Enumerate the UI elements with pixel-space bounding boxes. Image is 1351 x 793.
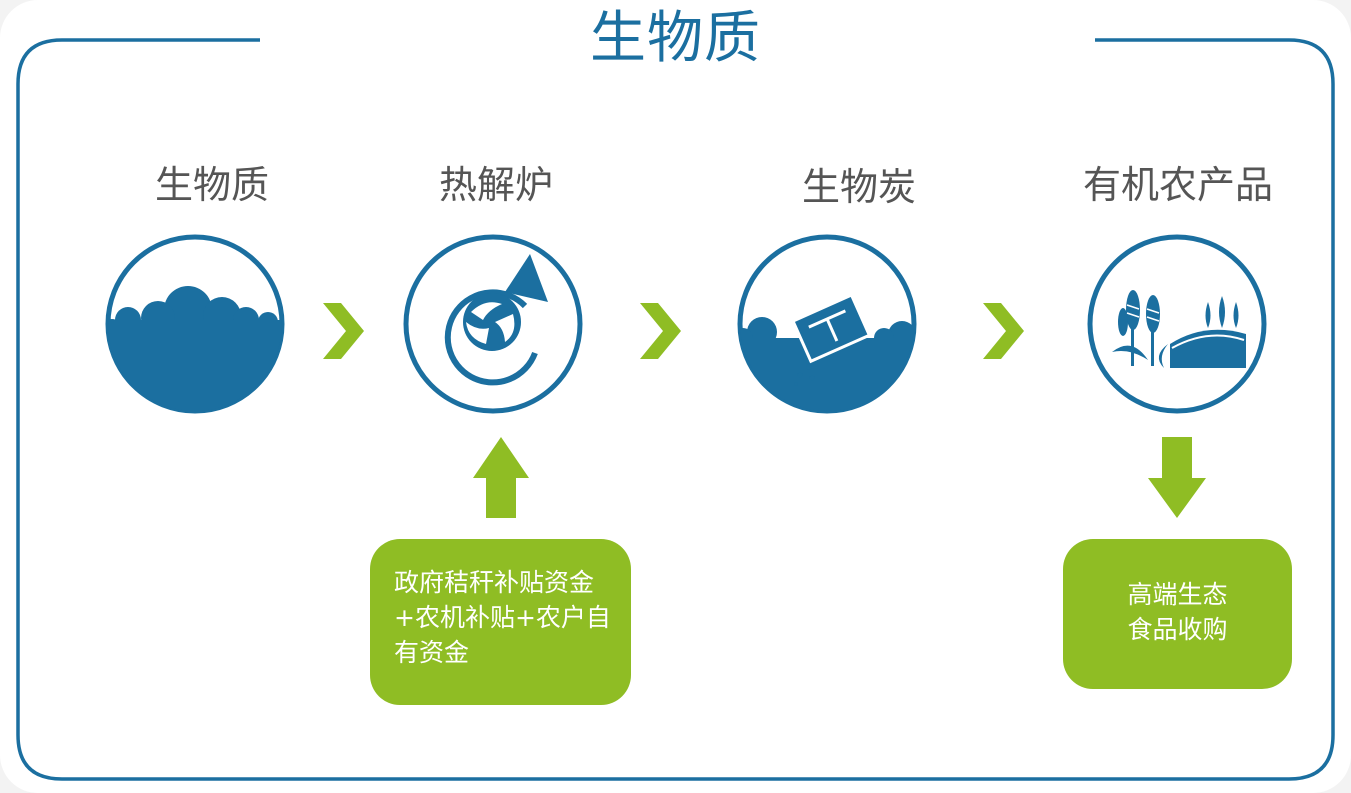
pyrolysis-furnace-icon	[403, 234, 583, 414]
arrow-up-icon	[473, 437, 529, 518]
arrow-right-icon	[640, 303, 681, 359]
arrow-down-icon	[1148, 437, 1206, 518]
biochar-icon	[737, 234, 917, 414]
step-label-pyrolysis: 热解炉	[438, 163, 553, 207]
panel-frame	[16, 38, 1335, 781]
step-label-biomass: 生物质	[154, 163, 269, 207]
arrow-right-icon	[983, 303, 1024, 359]
funding-note-box: 政府秸秆补贴资金+农机补贴+农户自有资金	[370, 539, 631, 705]
arrow-right-icon	[323, 303, 364, 359]
diagram-title: 生物质	[590, 6, 761, 71]
organic-farm-icon	[1087, 234, 1267, 414]
market-note-text: 高端生态食品收购	[1127, 580, 1228, 644]
funding-note-text: 政府秸秆补贴资金+农机补贴+农户自有资金	[394, 568, 611, 667]
step-label-organic-produce: 有机农产品	[1082, 163, 1273, 207]
step-label-biochar: 生物炭	[801, 165, 916, 209]
market-note-box: 高端生态食品收购	[1063, 539, 1292, 689]
